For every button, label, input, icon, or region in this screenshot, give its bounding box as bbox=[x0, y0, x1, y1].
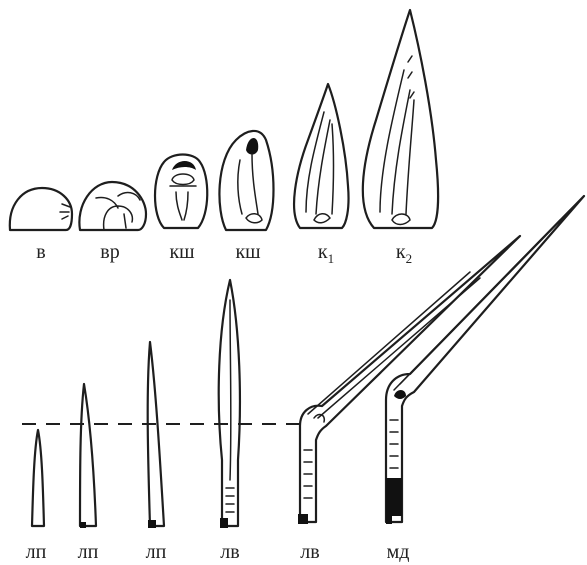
label-coleoptile-1: к1 bbox=[318, 241, 334, 266]
stage-germinating-seed bbox=[79, 182, 146, 230]
label-tillering: мд bbox=[387, 541, 410, 563]
stage-coleoptile-1 bbox=[294, 84, 348, 228]
label-seed: в bbox=[36, 241, 45, 263]
stage-seed bbox=[10, 188, 72, 230]
stage-coleoptile-2 bbox=[363, 10, 438, 228]
stage-leaf-tube-3 bbox=[148, 342, 164, 528]
label-leaf-emergence-2: лв bbox=[300, 541, 319, 563]
label-coleoptile-2: к2 bbox=[396, 241, 412, 266]
stage-leaf-emergence-1 bbox=[219, 280, 240, 528]
label-leaf-tube-1: лп bbox=[26, 541, 47, 563]
label-leaf-tube-2: лп bbox=[78, 541, 99, 563]
stage-tillering bbox=[386, 196, 584, 524]
label-seedling-in-grain-2: кш bbox=[235, 241, 261, 263]
stage-seedling-in-grain-1 bbox=[155, 155, 207, 229]
label-germinating-seed: вр bbox=[100, 241, 119, 263]
label-seedling-in-grain-1: кш bbox=[169, 241, 195, 263]
stage-seedling-in-grain-2 bbox=[219, 131, 273, 230]
label-leaf-tube-3: лп bbox=[146, 541, 167, 563]
stage-leaf-emergence-2 bbox=[298, 236, 520, 524]
stage-leaf-tube-1 bbox=[32, 430, 44, 526]
label-leaf-emergence-1: лв bbox=[220, 541, 239, 563]
stage-leaf-tube-2 bbox=[80, 384, 96, 528]
